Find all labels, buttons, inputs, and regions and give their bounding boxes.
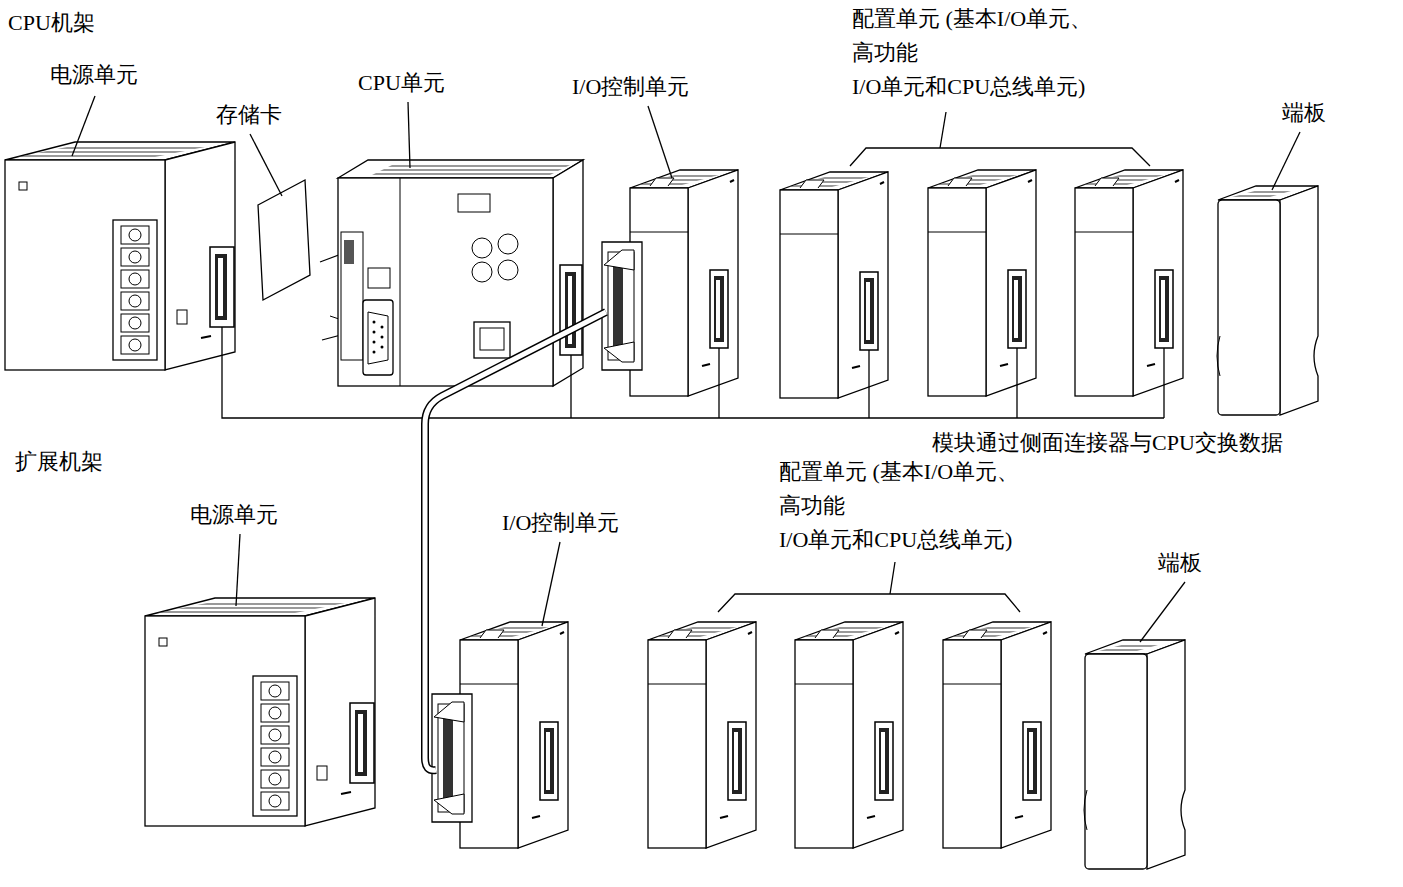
io-control-unit bbox=[602, 170, 738, 396]
rack-title: CPU机架 bbox=[8, 8, 95, 38]
group-label: 配置单元 (基本I/O单元、高功能 I/O单元和CPU总线单元) bbox=[779, 455, 1059, 557]
rack-title: 扩展机架 bbox=[15, 447, 103, 477]
group-label: 配置单元 (基本I/O单元、高功能 I/O单元和CPU总线单元) bbox=[852, 2, 1132, 104]
part-label: 存储卡 bbox=[216, 100, 282, 130]
power-unit bbox=[145, 598, 375, 826]
io-control-unit bbox=[432, 622, 568, 848]
end-plate bbox=[1217, 186, 1318, 415]
part-label: 端板 bbox=[1158, 548, 1202, 578]
note-text: 模块通过侧面连接器与CPU交换数据 bbox=[932, 428, 1283, 458]
config-unit bbox=[780, 172, 888, 398]
part-label: 端板 bbox=[1282, 98, 1326, 128]
part-label: I/O控制单元 bbox=[572, 72, 689, 102]
bus-line bbox=[222, 327, 1164, 418]
power-unit bbox=[5, 142, 235, 370]
config-unit bbox=[1075, 170, 1183, 396]
cpu-unit bbox=[338, 160, 583, 386]
part-label: I/O控制单元 bbox=[502, 508, 619, 538]
part-label: CPU单元 bbox=[358, 68, 445, 98]
end-plate bbox=[1084, 640, 1185, 869]
config-unit bbox=[795, 622, 903, 848]
part-label: 电源单元 bbox=[50, 60, 138, 90]
leader-line bbox=[72, 96, 1300, 642]
config-unit bbox=[943, 622, 1051, 848]
config-unit bbox=[928, 170, 1036, 396]
connecting-cable bbox=[425, 312, 606, 770]
part-label: 电源单元 bbox=[190, 500, 278, 530]
config-unit bbox=[648, 622, 756, 848]
